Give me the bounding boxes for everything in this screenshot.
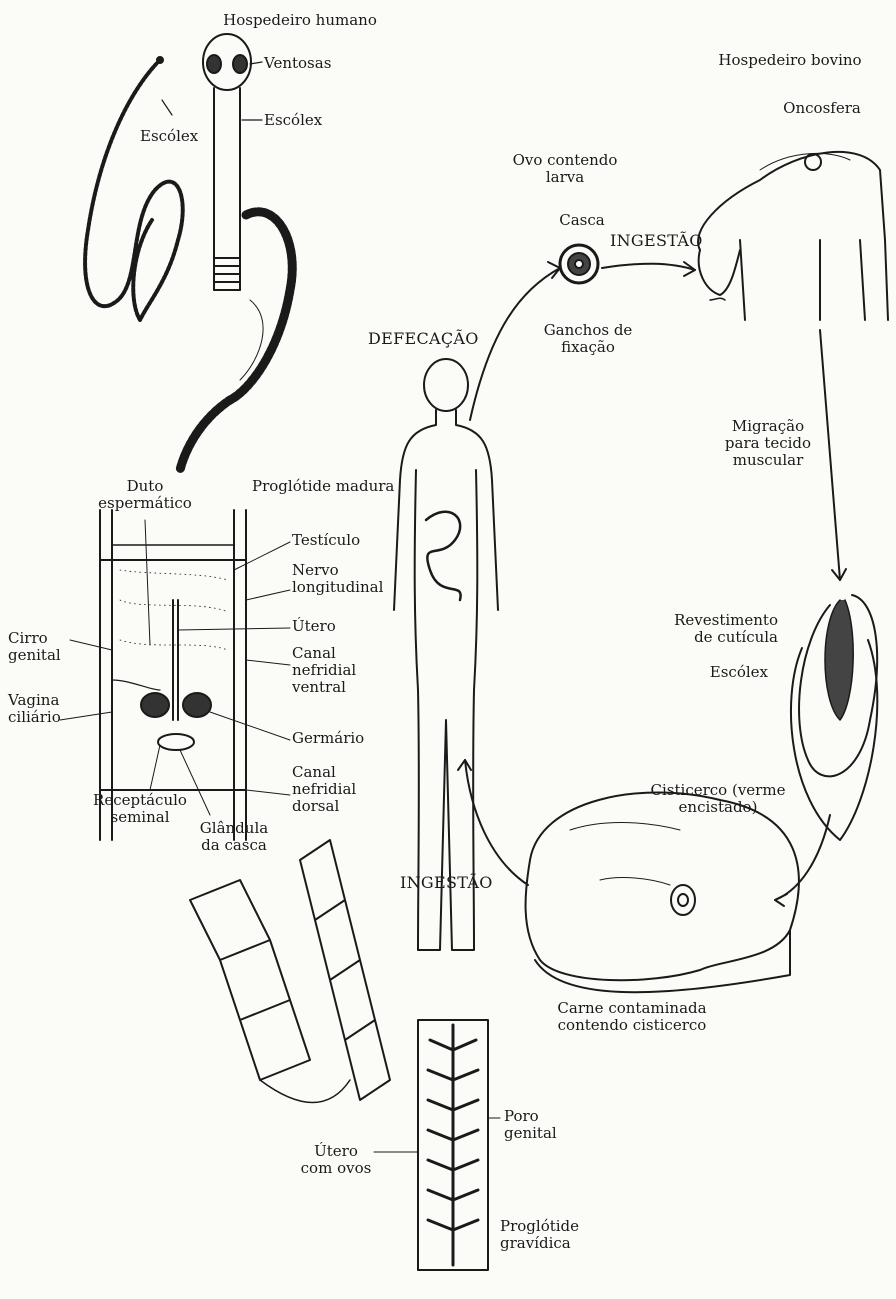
label-vagina: Vagina ciliário (8, 692, 73, 726)
label-uterus-with-eggs: Útero com ovos (296, 1143, 376, 1177)
label-suckers: Ventosas (264, 55, 331, 72)
arrow-cyst-to-meat (775, 815, 830, 900)
cow-drawing (698, 152, 888, 320)
label-sperm-duct: Duto espermático (90, 478, 200, 512)
strobila-chain-drawing (180, 212, 292, 470)
label-egg-with-larva: Ovo contendo larva (510, 152, 620, 186)
label-migration: Migração para tecido muscular (718, 418, 818, 469)
label-ventral-nephridial-canal: Canal nefridial ventral (292, 645, 367, 696)
gravid-proglottid-drawing (374, 1020, 500, 1270)
label-testicle: Testículo (292, 532, 360, 549)
label-dorsal-nephridial-canal: Canal nefridial dorsal (292, 764, 367, 815)
label-contaminated-meat: Carne contaminada contendo cisticerco (547, 1000, 717, 1034)
label-scolex-right: Escólex (264, 112, 322, 129)
label-oncosphere: Oncosfera (783, 100, 861, 117)
label-ingestion-bottom: INGESTÃO (400, 874, 493, 891)
egg-drawing (560, 245, 598, 283)
arrow-cow-to-cyst (820, 330, 840, 580)
coiled-tapeworm-drawing (85, 57, 183, 320)
label-seminal-receptacle: Receptáculo seminal (90, 792, 190, 826)
label-defecation: DEFECAÇÃO (368, 330, 479, 347)
label-cuticle-coating: Revestimento de cutícula (668, 612, 778, 646)
scolex-enlarged-drawing (162, 34, 262, 290)
label-shell-gland: Glândula da casca (192, 820, 277, 854)
meat-slab-drawing (526, 793, 799, 993)
label-genital-cirrus: Cirro genital (8, 630, 73, 664)
label-shell: Casca (559, 212, 604, 229)
cysticercus-drawing (791, 595, 877, 840)
bottom-strobila-drawing (190, 840, 390, 1103)
label-scolex-left: Escólex (140, 128, 198, 145)
label-human-host: Hospedeiro humano (223, 12, 377, 29)
label-germarium: Germário (292, 730, 364, 747)
label-genital-pore: Poro genital (504, 1108, 564, 1142)
label-uterus: Útero (292, 618, 336, 635)
label-hooks: Ganchos de fixação (533, 322, 643, 356)
arrow-egg-to-cow (602, 264, 695, 270)
human-figure-drawing (394, 359, 498, 950)
label-cysticercus: Cisticerco (verme encistado) (643, 782, 793, 816)
label-scolex-cyst: Escólex (710, 664, 768, 681)
label-gravid-proglottid: Proglótide gravídica (500, 1218, 590, 1252)
label-longitudinal-nerve: Nervo longitudinal (292, 562, 382, 596)
label-mature-proglottid: Proglótide madura (252, 478, 394, 495)
label-bovine-host: Hospedeiro bovino (718, 52, 861, 69)
label-ingestion-top: INGESTÃO (610, 232, 703, 249)
